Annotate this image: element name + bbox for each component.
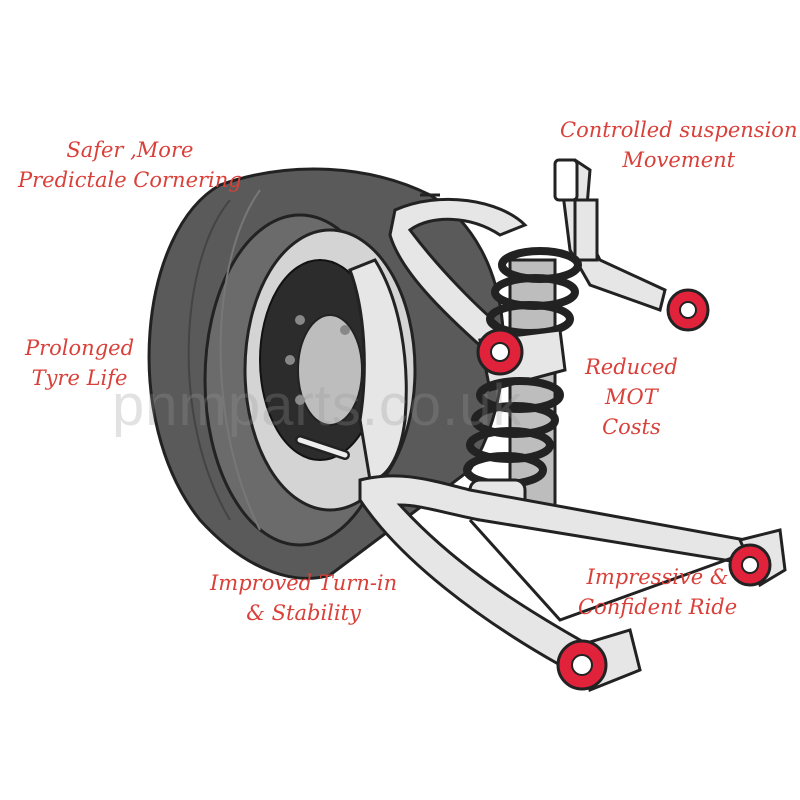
callout-line: Tyre Life: [31, 366, 128, 390]
callout-line: Safer ,More: [66, 138, 194, 162]
knuckle: [348, 258, 408, 482]
callout-line: Impressive &: [586, 565, 729, 589]
callout-line: MOT: [605, 385, 658, 409]
callout-line: Improved Turn-in: [210, 571, 398, 595]
bush-lower-front: [556, 639, 608, 691]
callout-confident-ride: Impressive & Confident Ride: [578, 562, 737, 622]
upper-wishbone: [388, 193, 528, 353]
callout-turn-in: Improved Turn-in & Stability: [210, 568, 397, 628]
callout-line: Reduced: [585, 355, 678, 379]
callout-line: Movement: [622, 148, 736, 172]
callout-prolonged-tyre: Prolonged Tyre Life: [25, 333, 134, 393]
callout-safer-cornering: Safer ,More Predictale Cornering: [18, 135, 242, 195]
callout-controlled-movement: Controlled suspension Movement: [560, 115, 797, 175]
callout-reduced-mot: Reduced MOT Costs: [585, 352, 678, 442]
callout-line: Predictale Cornering: [18, 168, 242, 192]
callout-line: & Stability: [246, 601, 361, 625]
bush-lower-right: [728, 543, 772, 587]
callout-line: Prolonged: [25, 336, 135, 360]
callout-line: Costs: [602, 415, 661, 439]
callout-line: Controlled suspension: [560, 118, 798, 142]
callout-line: Confident Ride: [578, 595, 738, 619]
watermark: pnmparts.co.uk: [112, 373, 523, 438]
bush-top: [666, 288, 710, 332]
bush-upper-arm: [476, 328, 524, 376]
